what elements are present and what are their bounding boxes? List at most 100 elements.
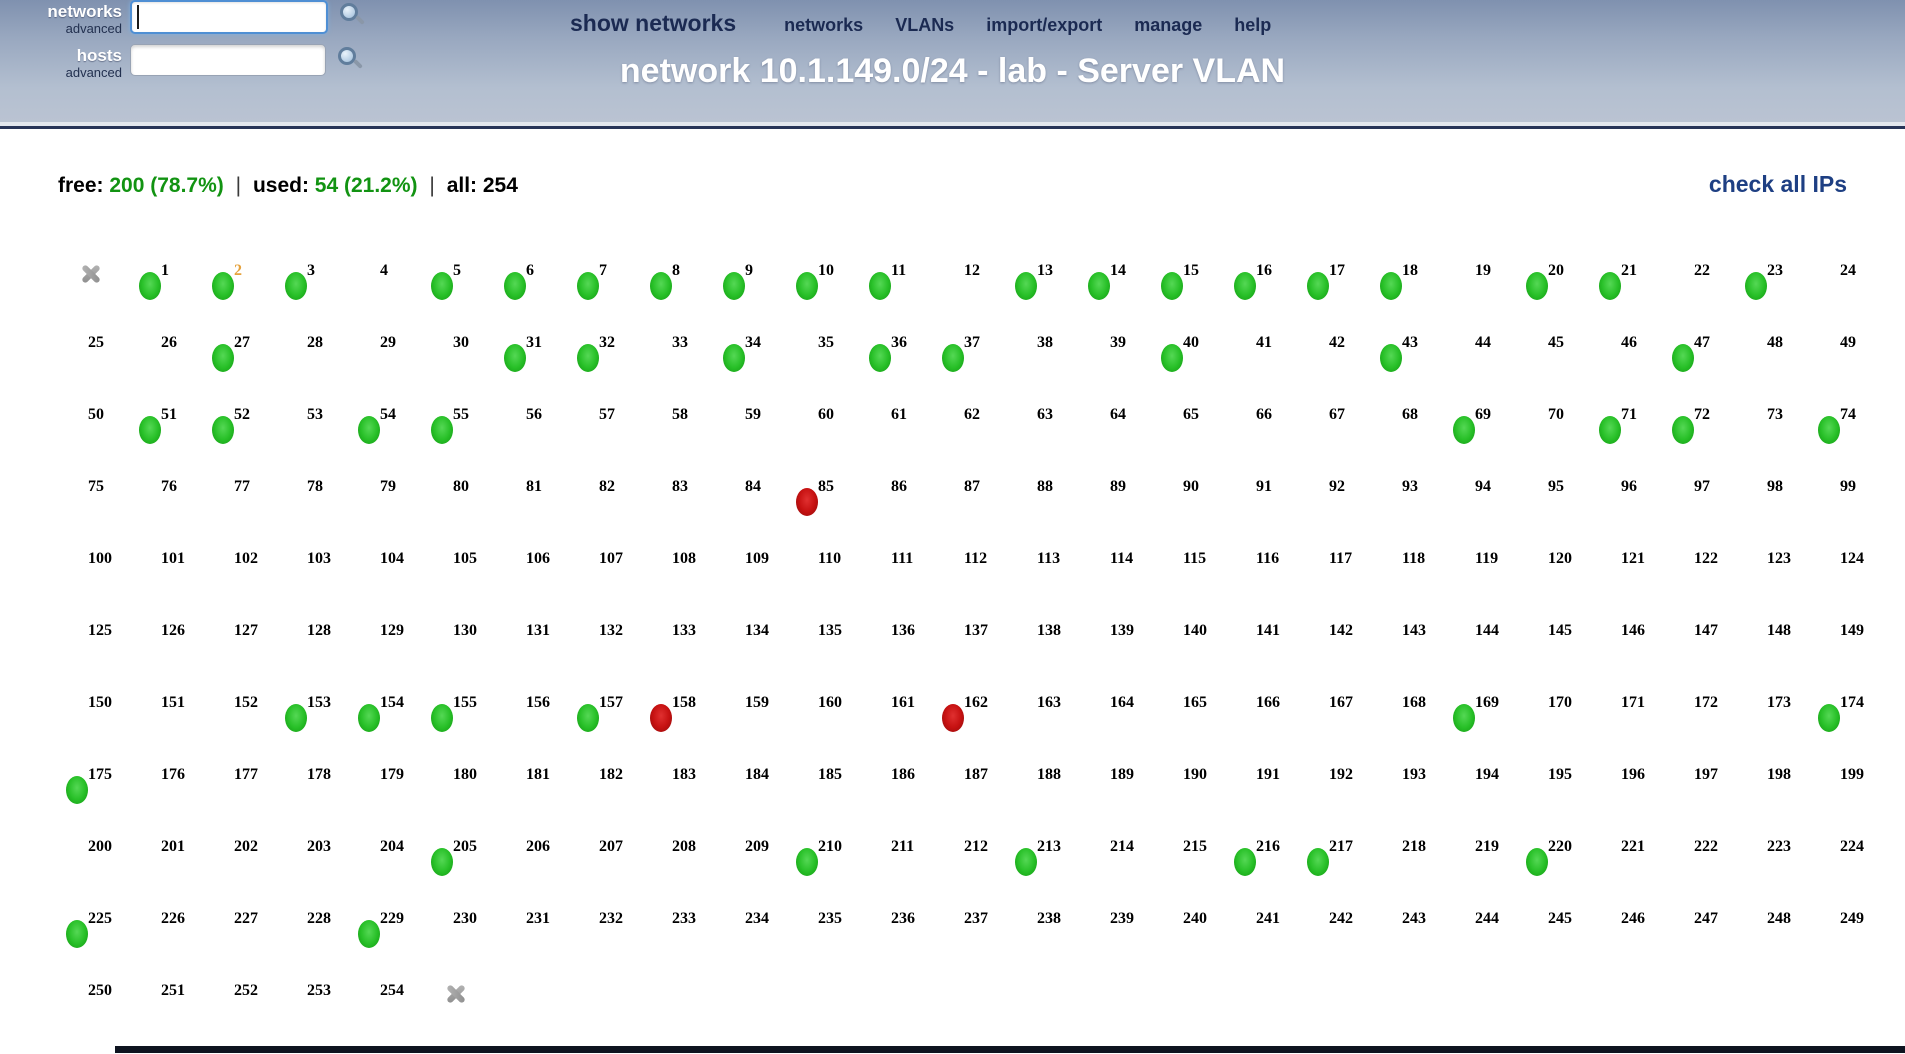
ip-cell[interactable]: 249 <box>1810 910 1883 958</box>
ip-cell[interactable]: 145 <box>1518 622 1591 670</box>
ip-cell[interactable]: 254 <box>350 982 423 1030</box>
ip-cell[interactable]: 134 <box>715 622 788 670</box>
ip-cell[interactable]: 189 <box>1080 766 1153 814</box>
ip-cell[interactable]: 132 <box>569 622 642 670</box>
ip-cell[interactable]: 166 <box>1226 694 1299 742</box>
ip-cell[interactable]: 63 <box>1007 406 1080 454</box>
ip-cell[interactable]: 195 <box>1518 766 1591 814</box>
ip-cell[interactable]: 19 <box>1445 262 1518 310</box>
ip-cell[interactable]: 78 <box>277 478 350 526</box>
ip-cell[interactable]: 5 <box>423 262 496 310</box>
ip-cell[interactable]: 158 <box>642 694 715 742</box>
ip-cell[interactable]: 44 <box>1445 334 1518 382</box>
ip-cell[interactable]: 37 <box>934 334 1007 382</box>
ip-cell[interactable]: 156 <box>496 694 569 742</box>
ip-cell[interactable]: 100 <box>58 550 131 598</box>
ip-cell[interactable]: 92 <box>1299 478 1372 526</box>
ip-cell[interactable]: 217 <box>1299 838 1372 886</box>
ip-cell[interactable]: 106 <box>496 550 569 598</box>
ip-cell[interactable]: 207 <box>569 838 642 886</box>
ip-cell[interactable]: 251 <box>131 982 204 1030</box>
ip-cell[interactable]: 235 <box>788 910 861 958</box>
ip-cell[interactable]: 146 <box>1591 622 1664 670</box>
ip-cell[interactable]: 222 <box>1664 838 1737 886</box>
ip-cell[interactable]: 244 <box>1445 910 1518 958</box>
ip-cell[interactable]: 4 <box>350 262 423 310</box>
ip-cell[interactable]: 229 <box>350 910 423 958</box>
ip-cell[interactable]: 2 <box>204 262 277 310</box>
ip-cell[interactable]: 174 <box>1810 694 1883 742</box>
ip-cell[interactable]: 93 <box>1372 478 1445 526</box>
ip-cell[interactable]: 119 <box>1445 550 1518 598</box>
ip-cell[interactable]: 118 <box>1372 550 1445 598</box>
ip-cell[interactable]: 241 <box>1226 910 1299 958</box>
ip-cell[interactable]: 133 <box>642 622 715 670</box>
ip-cell[interactable]: 57 <box>569 406 642 454</box>
hosts-search-input[interactable] <box>130 44 326 77</box>
ip-cell[interactable]: 184 <box>715 766 788 814</box>
ip-cell[interactable]: 89 <box>1080 478 1153 526</box>
ip-cell[interactable]: 8 <box>642 262 715 310</box>
ip-cell[interactable]: 150 <box>58 694 131 742</box>
ip-cell[interactable]: 86 <box>861 478 934 526</box>
ip-cell[interactable]: 21 <box>1591 262 1664 310</box>
ip-cell[interactable]: 199 <box>1810 766 1883 814</box>
ip-cell[interactable]: 65 <box>1153 406 1226 454</box>
ip-cell[interactable]: 17 <box>1299 262 1372 310</box>
ip-cell[interactable]: 18 <box>1372 262 1445 310</box>
ip-cell[interactable]: 206 <box>496 838 569 886</box>
ip-cell[interactable]: 218 <box>1372 838 1445 886</box>
ip-cell[interactable]: 50 <box>58 406 131 454</box>
ip-cell[interactable]: 80 <box>423 478 496 526</box>
ip-cell[interactable]: 1 <box>131 262 204 310</box>
ip-cell[interactable]: 227 <box>204 910 277 958</box>
ip-cell[interactable]: 107 <box>569 550 642 598</box>
networks-advanced-link[interactable]: advanced <box>65 20 122 36</box>
ip-cell[interactable]: 70 <box>1518 406 1591 454</box>
ip-cell[interactable]: 212 <box>934 838 1007 886</box>
ip-cell[interactable]: 101 <box>131 550 204 598</box>
ip-cell[interactable]: 153 <box>277 694 350 742</box>
ip-cell[interactable]: 247 <box>1664 910 1737 958</box>
ip-cell[interactable]: 72 <box>1664 406 1737 454</box>
ip-cell[interactable]: 109 <box>715 550 788 598</box>
ip-cell[interactable]: 175 <box>58 766 131 814</box>
ip-cell[interactable]: 236 <box>861 910 934 958</box>
ip-cell[interactable]: 213 <box>1007 838 1080 886</box>
ip-cell[interactable]: 164 <box>1080 694 1153 742</box>
ip-cell[interactable]: 224 <box>1810 838 1883 886</box>
ip-cell[interactable]: 116 <box>1226 550 1299 598</box>
ip-cell[interactable]: 138 <box>1007 622 1080 670</box>
ip-cell[interactable]: 124 <box>1810 550 1883 598</box>
ip-cell[interactable]: 176 <box>131 766 204 814</box>
ip-cell[interactable]: 177 <box>204 766 277 814</box>
ip-cell[interactable]: 53 <box>277 406 350 454</box>
ip-cell[interactable]: 122 <box>1664 550 1737 598</box>
ip-cell[interactable]: 140 <box>1153 622 1226 670</box>
ip-cell[interactable]: 209 <box>715 838 788 886</box>
ip-cell[interactable]: 147 <box>1664 622 1737 670</box>
ip-cell[interactable]: 221 <box>1591 838 1664 886</box>
ip-cell[interactable]: 252 <box>204 982 277 1030</box>
ip-cell[interactable]: 27 <box>204 334 277 382</box>
search-icon[interactable] <box>336 44 364 74</box>
ip-cell[interactable]: 205 <box>423 838 496 886</box>
ip-cell[interactable]: 127 <box>204 622 277 670</box>
ip-cell[interactable]: 202 <box>204 838 277 886</box>
ip-cell[interactable]: 210 <box>788 838 861 886</box>
ip-cell[interactable]: 125 <box>58 622 131 670</box>
ip-cell[interactable]: 110 <box>788 550 861 598</box>
ip-cell[interactable]: 47 <box>1664 334 1737 382</box>
ip-cell[interactable]: 219 <box>1445 838 1518 886</box>
ip-cell[interactable]: 66 <box>1226 406 1299 454</box>
ip-cell[interactable]: 180 <box>423 766 496 814</box>
ip-cell[interactable]: 46 <box>1591 334 1664 382</box>
ip-cell[interactable]: 228 <box>277 910 350 958</box>
ip-cell[interactable]: 14 <box>1080 262 1153 310</box>
ip-cell[interactable]: 49 <box>1810 334 1883 382</box>
ip-cell[interactable]: 216 <box>1226 838 1299 886</box>
ip-cell[interactable]: 190 <box>1153 766 1226 814</box>
ip-cell[interactable]: 76 <box>131 478 204 526</box>
ip-cell[interactable]: 187 <box>934 766 1007 814</box>
ip-cell[interactable]: 201 <box>131 838 204 886</box>
